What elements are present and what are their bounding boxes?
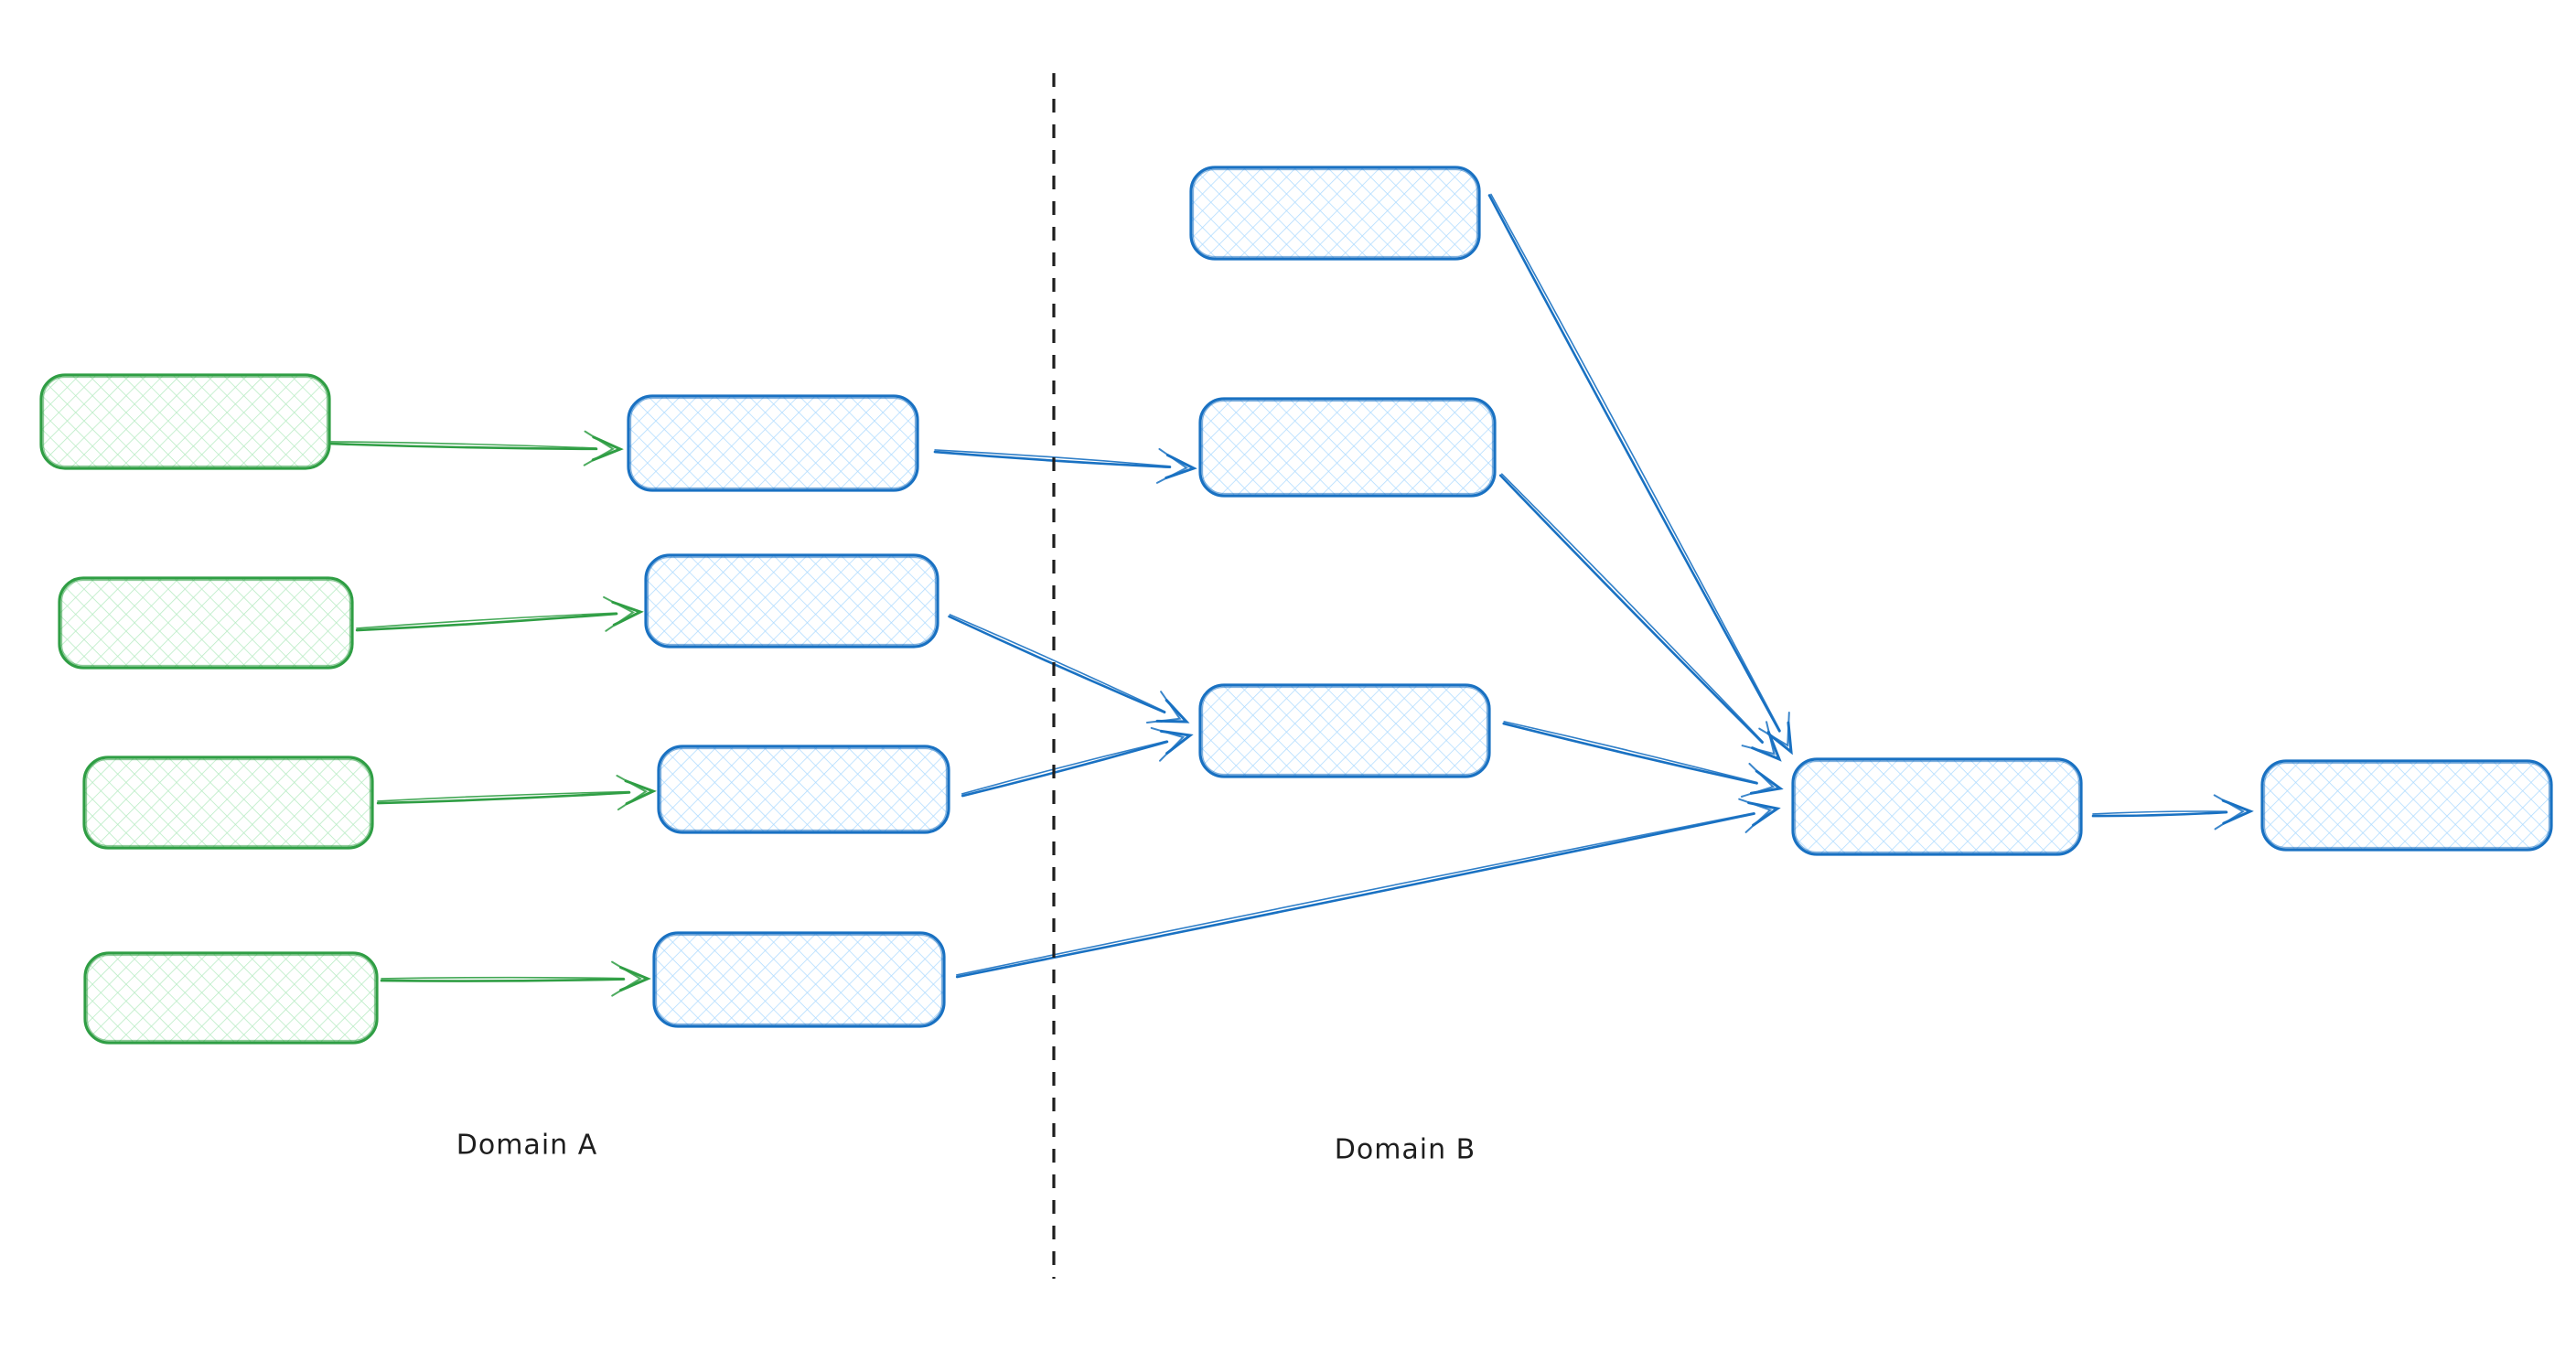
arrow-b-node-3--b-aggregator [1502, 721, 1784, 798]
node-b-output [2260, 759, 2553, 852]
node-b-aggregator [1791, 757, 2083, 856]
arrow-b-node-1--b-aggregator [1487, 193, 1793, 756]
node-a-source-4 [83, 951, 379, 1045]
arrow-a-source-4--a-stage-4 [380, 960, 651, 997]
node-a-source-3 [82, 756, 374, 850]
node-a-stage-3 [657, 745, 950, 834]
edges-layer [329, 193, 2254, 997]
domain-b-label: Domain B [1334, 1133, 1476, 1166]
arrow-a-stage-2--b-node-3 [948, 614, 1190, 724]
arrow-a-stage-4--b-aggregator [955, 798, 1781, 979]
node-b-node-1 [1189, 166, 1481, 261]
node-a-stage-2 [644, 553, 939, 648]
node-b-node-3 [1198, 683, 1491, 778]
arrow-a-source-1--a-stage-1 [329, 430, 624, 466]
arrow-a-stage-3--b-node-3 [961, 726, 1194, 798]
nodes-layer [39, 166, 2553, 1045]
arrow-b-aggregator--b-output [2091, 794, 2254, 831]
node-a-source-1 [39, 373, 331, 470]
node-b-node-2 [1198, 397, 1497, 498]
arrow-a-source-2--a-stage-2 [355, 595, 644, 632]
node-a-source-2 [58, 576, 354, 670]
arrow-b-node-2--b-aggregator [1498, 473, 1782, 762]
domain-a-label: Domain A [456, 1129, 598, 1162]
node-a-stage-4 [652, 931, 946, 1028]
arrow-a-source-3--a-stage-3 [376, 775, 657, 811]
node-a-stage-1 [627, 394, 919, 492]
